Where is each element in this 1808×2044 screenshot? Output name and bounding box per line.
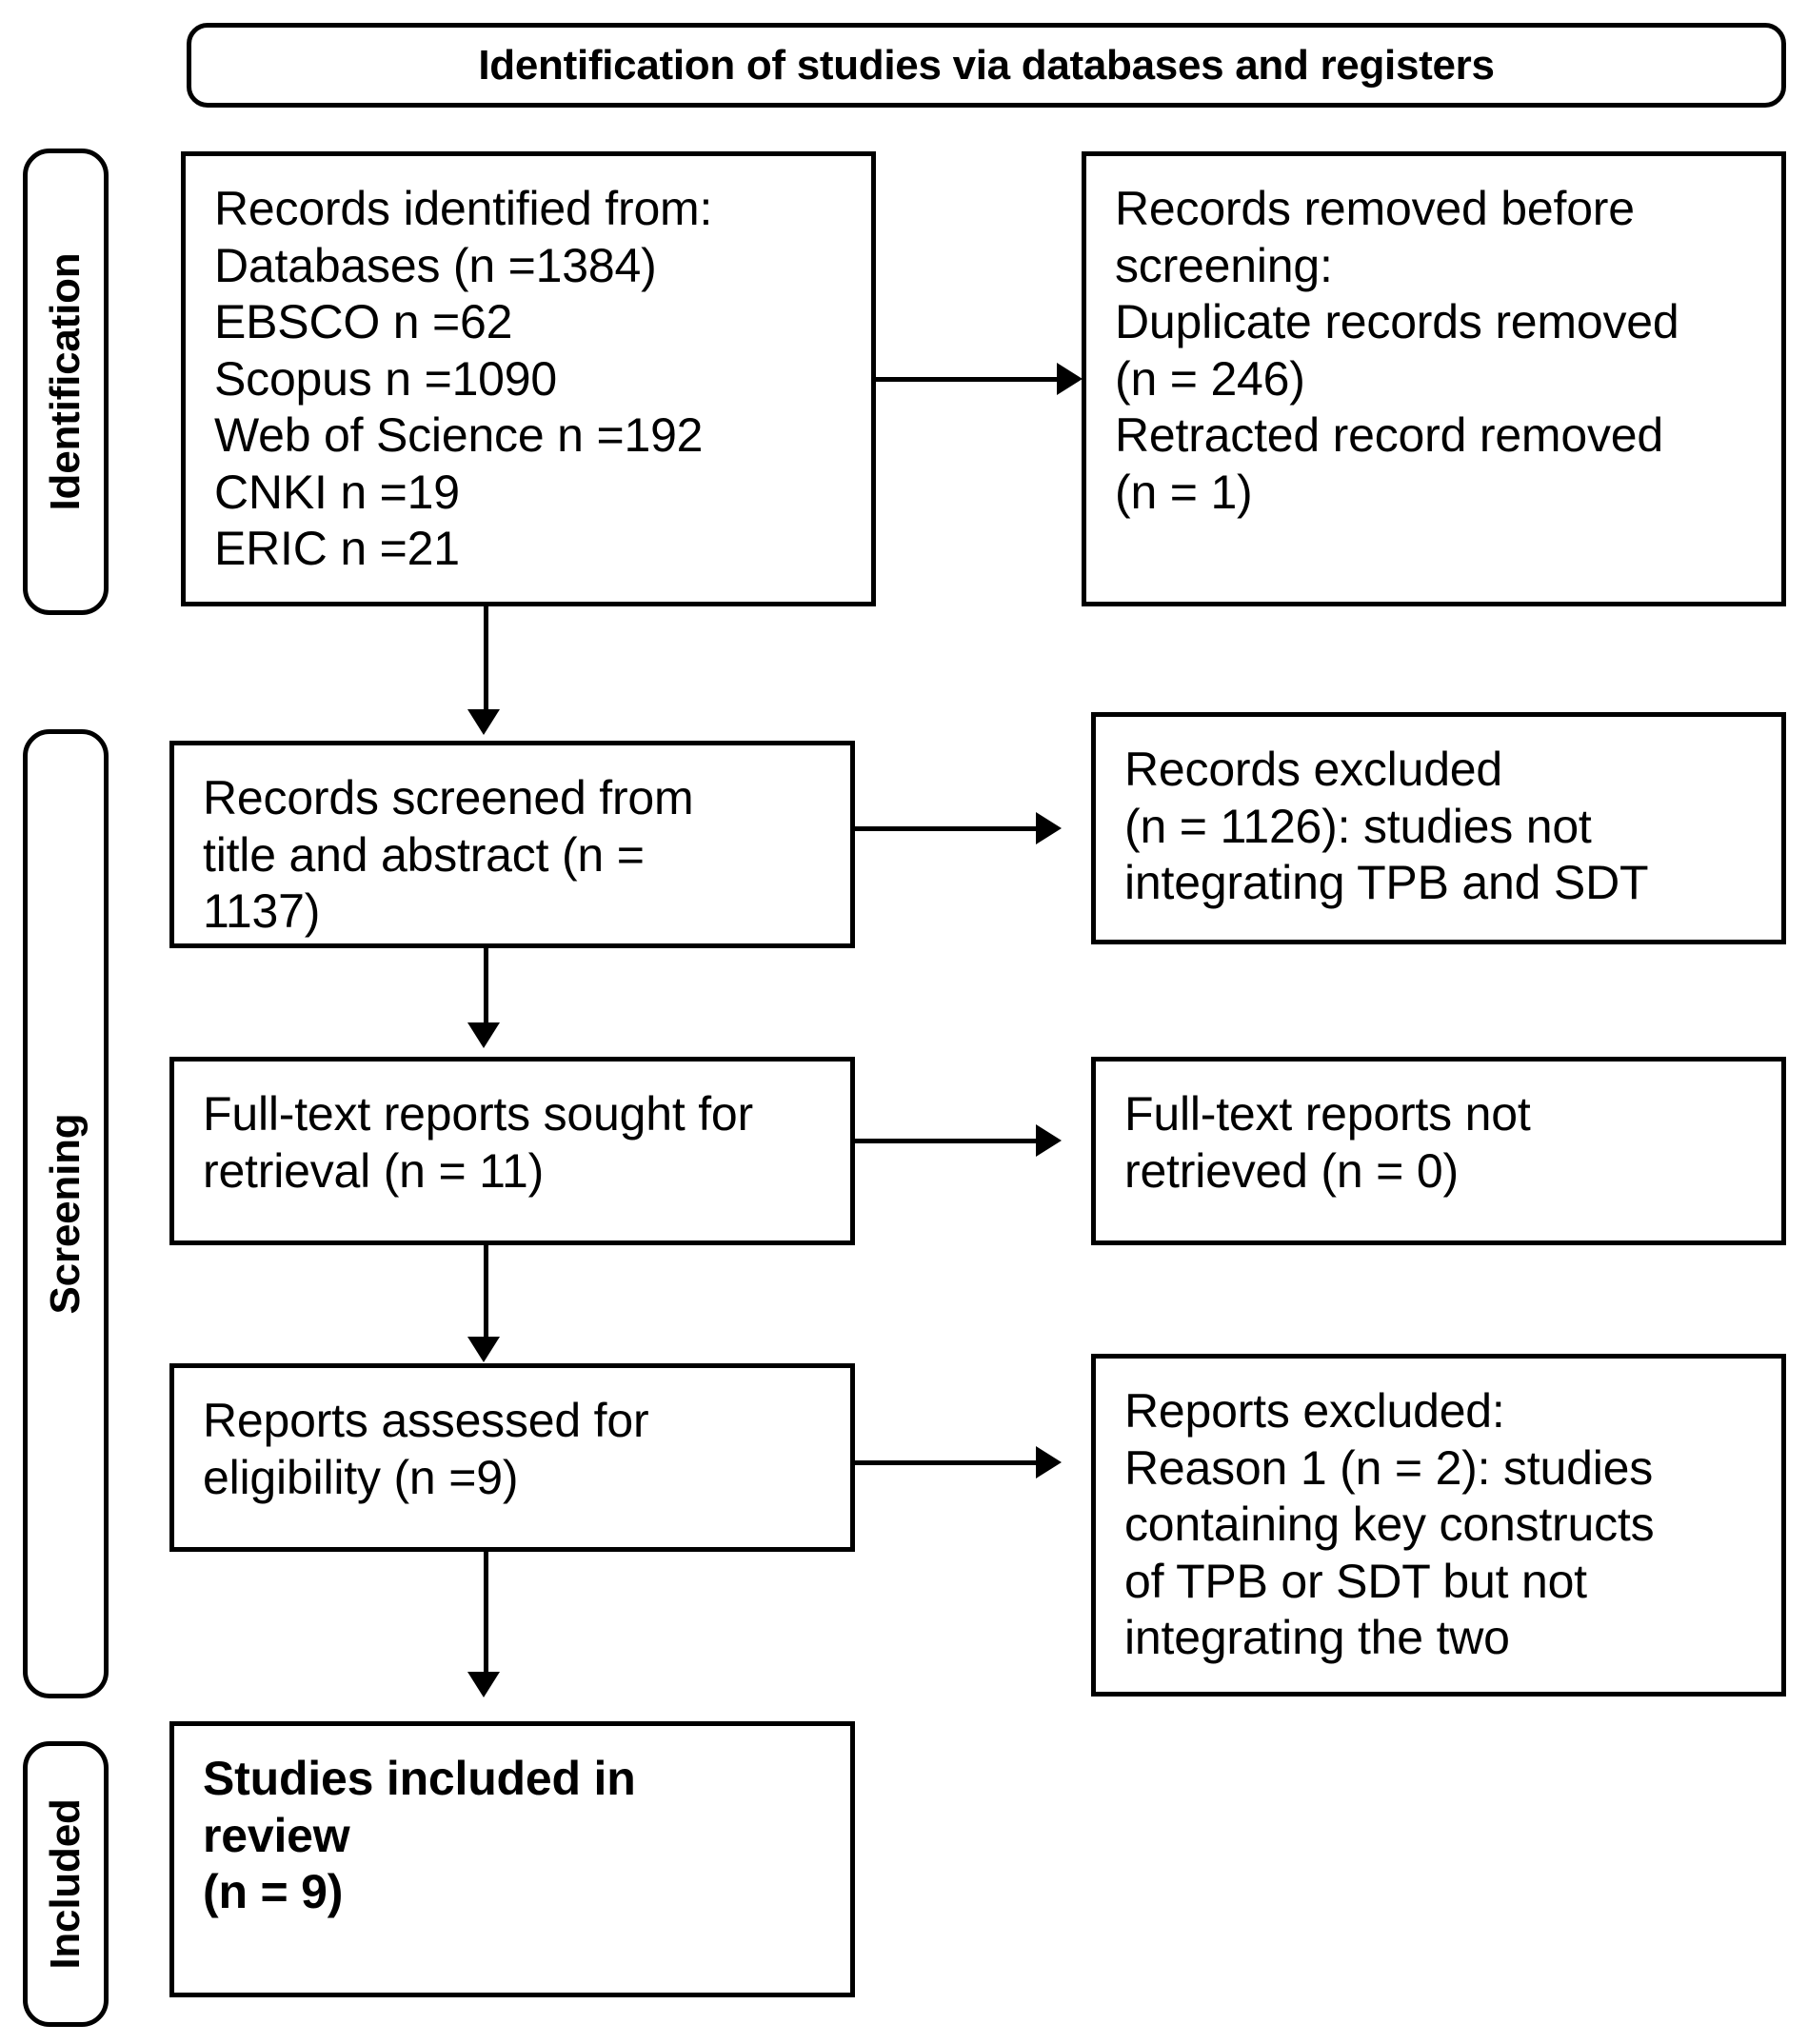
reports-excluded-box: Reports excluded: Reason 1 (n = 2): stud… (1091, 1354, 1786, 1697)
records-excluded-text: Records excluded (n = 1126): studies not… (1124, 743, 1649, 909)
connector-identified-to-screened (484, 606, 488, 713)
connector-sought-to-not-retrieved (855, 1139, 1036, 1143)
connector-assessed-to-included (484, 1552, 488, 1676)
reports-assessed-box: Reports assessed for eligibility (n =9) (169, 1363, 855, 1552)
stage-label-included-text: Included (42, 1798, 89, 1970)
stage-label-included: Included (23, 1741, 109, 2027)
connector-screened-to-excluded (855, 826, 1036, 831)
arrowhead-screened-to-sought (467, 1022, 500, 1048)
connector-assessed-to-excluded (855, 1460, 1036, 1465)
fulltext-sought-box: Full-text reports sought for retrieval (… (169, 1057, 855, 1245)
stage-label-identification-text: Identification (42, 252, 89, 511)
stage-label-identification: Identification (23, 149, 109, 615)
reports-assessed-text: Reports assessed for eligibility (n =9) (203, 1394, 649, 1504)
records-identified-text: Records identified from: Databases (n =1… (214, 182, 713, 575)
fulltext-sought-text: Full-text reports sought for retrieval (… (203, 1087, 753, 1198)
diagram-header-banner: Identification of studies via databases … (187, 23, 1786, 108)
records-identified-box: Records identified from: Databases (n =1… (181, 151, 876, 606)
stage-label-screening: Screening (23, 729, 109, 1698)
reports-excluded-text: Reports excluded: Reason 1 (n = 2): stud… (1124, 1384, 1655, 1664)
connector-screened-to-sought (484, 948, 488, 1026)
records-screened-text: Records screened from title and abstract… (203, 771, 694, 938)
records-removed-box: Records removed before screening: Duplic… (1082, 151, 1786, 606)
connector-identified-to-removed (876, 377, 1057, 382)
arrowhead-assessed-to-excluded (1036, 1446, 1062, 1478)
arrowhead-sought-to-not-retrieved (1036, 1124, 1062, 1157)
arrowhead-assessed-to-included (467, 1672, 500, 1697)
records-screened-box: Records screened from title and abstract… (169, 741, 855, 948)
arrowhead-screened-to-excluded (1036, 812, 1062, 844)
stage-label-screening-text: Screening (42, 1113, 89, 1315)
fulltext-not-retrieved-box: Full-text reports not retrieved (n = 0) (1091, 1057, 1786, 1245)
connector-sought-to-assessed (484, 1245, 488, 1340)
records-removed-text: Records removed before screening: Duplic… (1115, 182, 1679, 519)
studies-included-text: Studies included in review (n = 9) (203, 1752, 636, 1918)
records-excluded-box: Records excluded (n = 1126): studies not… (1091, 712, 1786, 944)
page-title: Identification of studies via databases … (478, 41, 1495, 89)
arrowhead-identified-to-screened (467, 709, 500, 735)
arrowhead-identified-to-removed (1057, 363, 1083, 395)
studies-included-box: Studies included in review (n = 9) (169, 1721, 855, 1997)
arrowhead-sought-to-assessed (467, 1337, 500, 1362)
fulltext-not-retrieved-text: Full-text reports not retrieved (n = 0) (1124, 1087, 1531, 1198)
